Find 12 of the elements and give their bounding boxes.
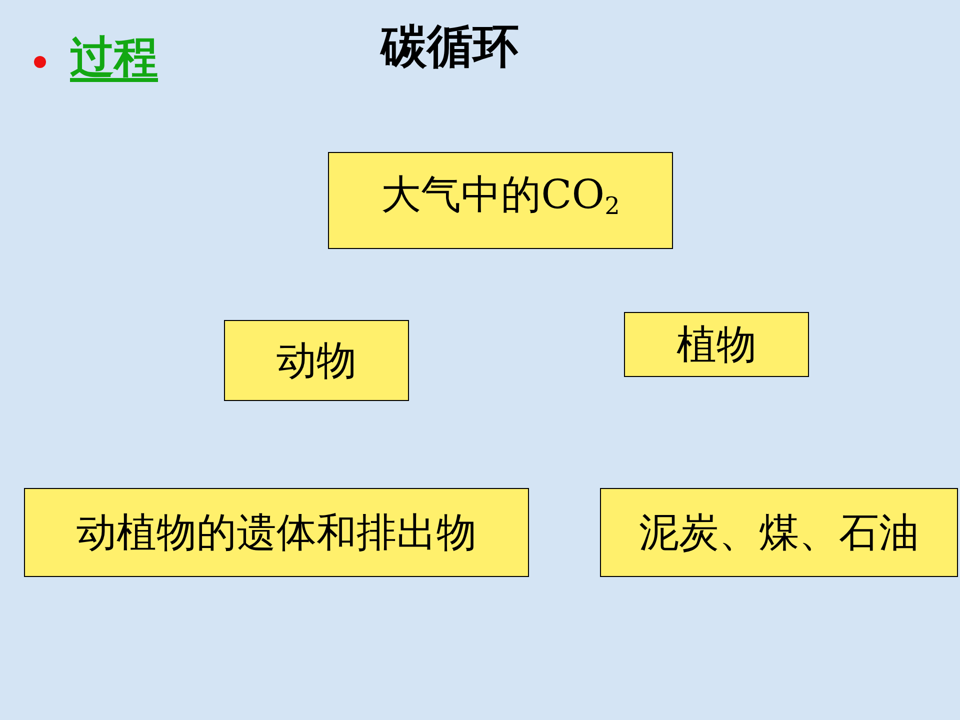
box-label: 植物 [676,320,756,368]
box-label: 泥炭、煤、石油 [639,508,919,556]
box-label: 动物 [276,336,356,384]
concept-box [24,488,529,577]
concept-box [624,312,809,377]
section-heading: 过程 [70,31,158,85]
concept-box [600,488,958,577]
diagram-title: 碳循环 [378,18,520,75]
concept-box [328,152,673,249]
box-label: 大气中的CO$_{2}$ [381,171,620,222]
box-label: 动植物的遗体和排出物 [76,508,476,556]
concept-box [224,320,409,401]
